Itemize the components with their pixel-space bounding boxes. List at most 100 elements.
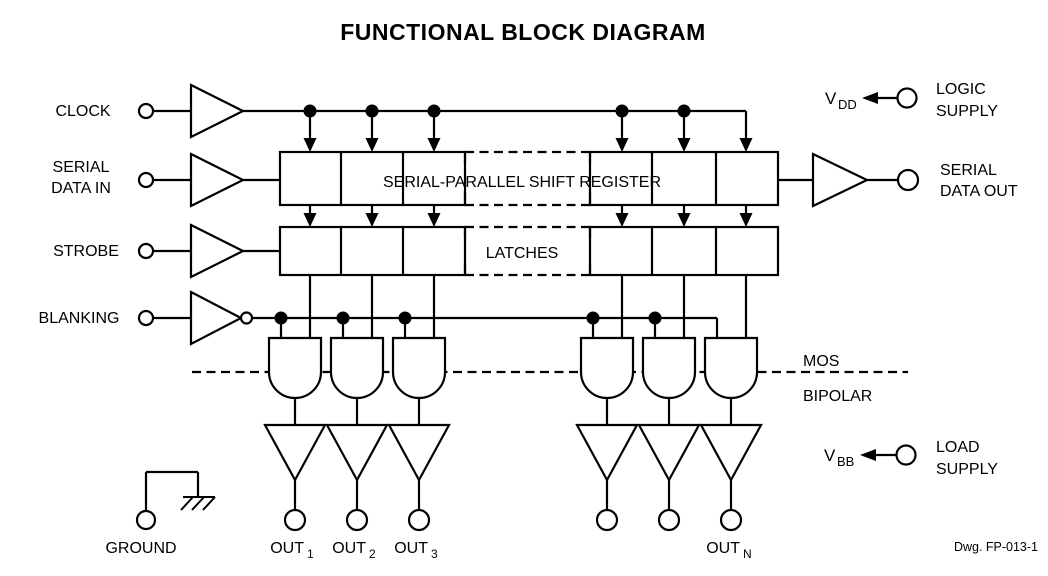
serial-data-out-buffer-icon	[811, 152, 870, 208]
arrow-down-icon	[615, 138, 629, 152]
serial-data-out-label-line2: DATA OUT	[940, 183, 1018, 200]
output-terminals	[283, 480, 743, 532]
outn-label: OUT	[706, 540, 740, 557]
blanking-label: BLANKING	[39, 310, 120, 327]
output-driver-icon	[387, 423, 451, 483]
ground-label: GROUND	[105, 540, 176, 557]
output-drivers	[263, 423, 763, 483]
vdd-subscript: DD	[838, 97, 857, 112]
ground-hatch	[180, 496, 194, 511]
clock-to-register-arrows	[303, 111, 753, 152]
arrow-down-icon	[365, 213, 379, 227]
out1-label: OUT	[270, 540, 304, 557]
blanking-inverter-icon	[189, 290, 244, 346]
arrow-down-icon	[615, 213, 629, 227]
chassis-ground-icon	[180, 496, 216, 511]
shift-register-right-section	[588, 150, 780, 207]
and-gate-icon	[703, 336, 759, 400]
mos-label: MOS	[803, 353, 839, 370]
output-driver-icon	[575, 423, 639, 483]
vbb-subscript: BB	[837, 454, 854, 469]
output-driver-icon	[325, 423, 389, 483]
latches-right-section	[588, 225, 780, 277]
vdd-label: V	[825, 89, 837, 108]
serial-data-in-input: SERIAL DATA IN	[51, 152, 280, 208]
clock-buffer-icon	[189, 83, 246, 139]
strobe-terminal-icon	[137, 242, 155, 260]
out2-label: OUT	[332, 540, 366, 557]
out1-subscript: 1	[307, 547, 314, 561]
arrow-down-icon	[677, 213, 691, 227]
and-gate-icon	[391, 336, 447, 400]
logic-supply-label-line1: LOGIC	[936, 81, 986, 98]
vbb-label: V	[824, 446, 836, 465]
latches-label: LATCHES	[486, 245, 559, 262]
arrow-down-icon	[427, 213, 441, 227]
output-terminal-icon	[719, 508, 743, 532]
gate-output-wires	[293, 398, 733, 425]
load-supply-label-line1: LOAD	[936, 439, 980, 456]
shift-register-label: SERIAL-PARALLEL SHIFT REGISTER	[383, 174, 661, 191]
bipolar-label: BIPOLAR	[803, 388, 872, 405]
blanking-terminal-icon	[137, 309, 155, 327]
out3-label: OUT	[394, 540, 428, 557]
strobe-buffer-icon	[189, 223, 246, 279]
output-terminal-icon	[345, 508, 369, 532]
arrow-down-icon	[739, 213, 753, 227]
blanking-input: BLANKING	[39, 290, 719, 346]
output-terminal-icon	[283, 508, 307, 532]
output-driver-icon	[263, 423, 327, 483]
clock-input: CLOCK	[55, 83, 746, 139]
and-gate-icon	[579, 336, 635, 400]
serial-data-in-terminal-icon	[137, 171, 155, 189]
shift-register-block: SERIAL-PARALLEL SHIFT REGISTER	[278, 150, 780, 207]
arrow-down-icon	[739, 138, 753, 152]
blanking-junctions	[274, 311, 662, 338]
out2-subscript: 2	[369, 547, 376, 561]
clock-label: CLOCK	[55, 103, 110, 120]
logic-supply-label-line2: SUPPLY	[936, 103, 998, 120]
and-gate-icon	[267, 336, 323, 400]
shift-register-left-section	[278, 150, 467, 207]
arrow-down-icon	[677, 138, 691, 152]
ground-hatch	[191, 496, 205, 511]
outn-subscript: N	[743, 547, 752, 561]
serial-data-out: SERIAL DATA OUT	[778, 152, 1018, 208]
output-driver-icon	[699, 423, 763, 483]
output-terminal-icon	[657, 508, 681, 532]
strobe-input: STROBE	[53, 223, 280, 279]
arrow-down-icon	[365, 138, 379, 152]
output-labels: OUT 1 OUT 2 OUT 3 OUT N	[270, 540, 751, 561]
and-gates	[267, 336, 759, 400]
out3-subscript: 3	[431, 547, 438, 561]
arrow-left-icon	[860, 449, 876, 461]
output-driver-icon	[637, 423, 701, 483]
ground-terminal-icon	[135, 509, 157, 531]
and-gate-icon	[641, 336, 697, 400]
serial-data-out-label-line1: SERIAL	[940, 162, 997, 179]
output-terminal-icon	[595, 508, 619, 532]
logic-supply-terminal-icon	[896, 87, 918, 109]
latch-output-wires	[308, 275, 748, 338]
clock-terminal-icon	[137, 102, 155, 120]
arrow-down-icon	[303, 213, 317, 227]
drawing-note: Dwg. FP-013-1	[954, 540, 1038, 554]
inverter-bubble-icon	[239, 311, 254, 325]
ground: GROUND	[105, 470, 216, 557]
arrow-down-icon	[303, 138, 317, 152]
register-to-latch-arrows	[303, 205, 753, 227]
latches-block: LATCHES	[278, 225, 780, 277]
and-gate-icon	[329, 336, 385, 400]
logic-supply: V DD LOGIC SUPPLY	[825, 81, 998, 120]
output-terminal-icon	[407, 508, 431, 532]
serial-data-in-label-line2: DATA IN	[51, 180, 111, 197]
arrow-left-icon	[862, 92, 878, 104]
diagram-title: FUNCTIONAL BLOCK DIAGRAM	[340, 19, 706, 45]
serial-data-out-terminal-icon	[896, 168, 920, 192]
ground-hatch	[202, 496, 216, 511]
load-supply: V BB LOAD SUPPLY	[824, 439, 998, 478]
load-supply-label-line2: SUPPLY	[936, 461, 998, 478]
load-supply-terminal-icon	[895, 444, 917, 466]
